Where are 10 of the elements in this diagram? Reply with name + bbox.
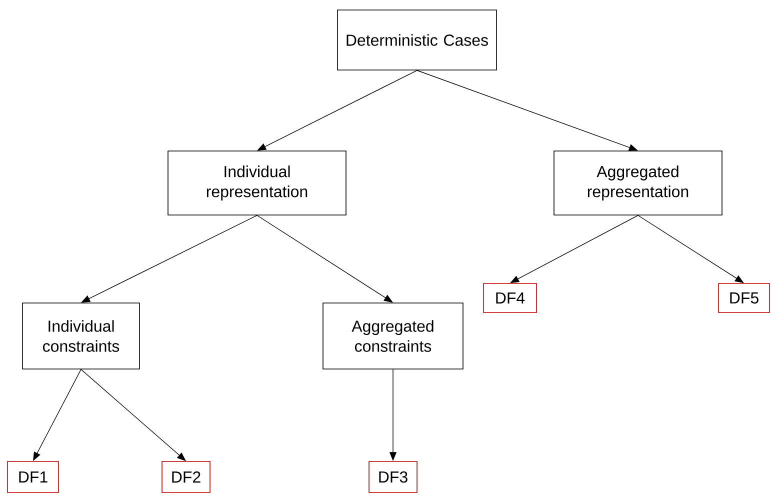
process-box: Individual constraints [22, 302, 140, 370]
process-box: Individual representation [168, 150, 346, 216]
process-box: Aggregated constraints [322, 302, 464, 370]
process-box: Aggregated representation [554, 150, 722, 216]
process-box: Deterministic Cases [337, 10, 497, 70]
leaf-box: DF3 [368, 461, 418, 493]
leaf-box: DF2 [162, 461, 210, 493]
leaf-box: DF4 [483, 283, 537, 313]
leaf-box: DF1 [7, 461, 59, 493]
leaf-box: DF5 [718, 283, 770, 313]
